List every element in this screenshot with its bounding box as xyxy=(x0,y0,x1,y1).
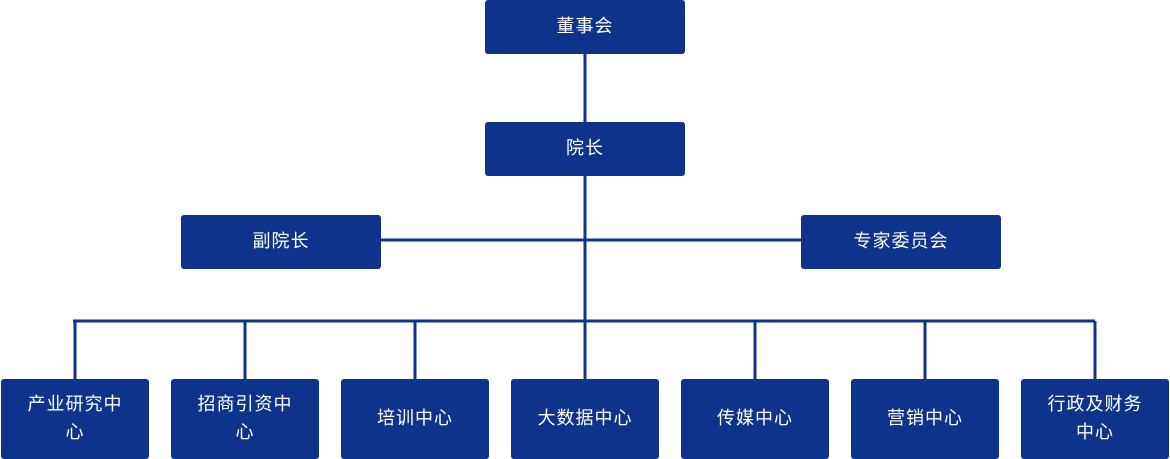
expert-committee-node: 专家委员会 xyxy=(801,215,1001,269)
center-label: 大数据中心 xyxy=(537,408,633,429)
center-label: 产业研究中心 xyxy=(27,394,123,443)
center-label: 招商引资中心 xyxy=(197,394,293,443)
center-label: 培训中心 xyxy=(377,408,453,429)
board-label: 董事会 xyxy=(556,16,614,37)
center-node-industry-research: 产业研究中心 xyxy=(1,379,149,459)
vice-president-label: 副院长 xyxy=(252,231,310,252)
center-label: 营销中心 xyxy=(887,408,963,429)
center-node-training: 培训中心 xyxy=(341,379,489,459)
center-node-admin-finance: 行政及财务中心 xyxy=(1021,379,1169,459)
president-label: 院长 xyxy=(566,138,604,159)
center-node-big-data: 大数据中心 xyxy=(511,379,659,459)
center-node-marketing: 营销中心 xyxy=(851,379,999,459)
center-label: 传媒中心 xyxy=(717,408,793,429)
president-node: 院长 xyxy=(485,122,685,176)
vice-president-node: 副院长 xyxy=(181,215,381,269)
board-node: 董事会 xyxy=(485,0,685,54)
center-label: 行政及财务中心 xyxy=(1047,394,1143,443)
center-node-investment: 招商引资中心 xyxy=(171,379,319,459)
center-node-media: 传媒中心 xyxy=(681,379,829,459)
expert-committee-label: 专家委员会 xyxy=(853,231,949,252)
